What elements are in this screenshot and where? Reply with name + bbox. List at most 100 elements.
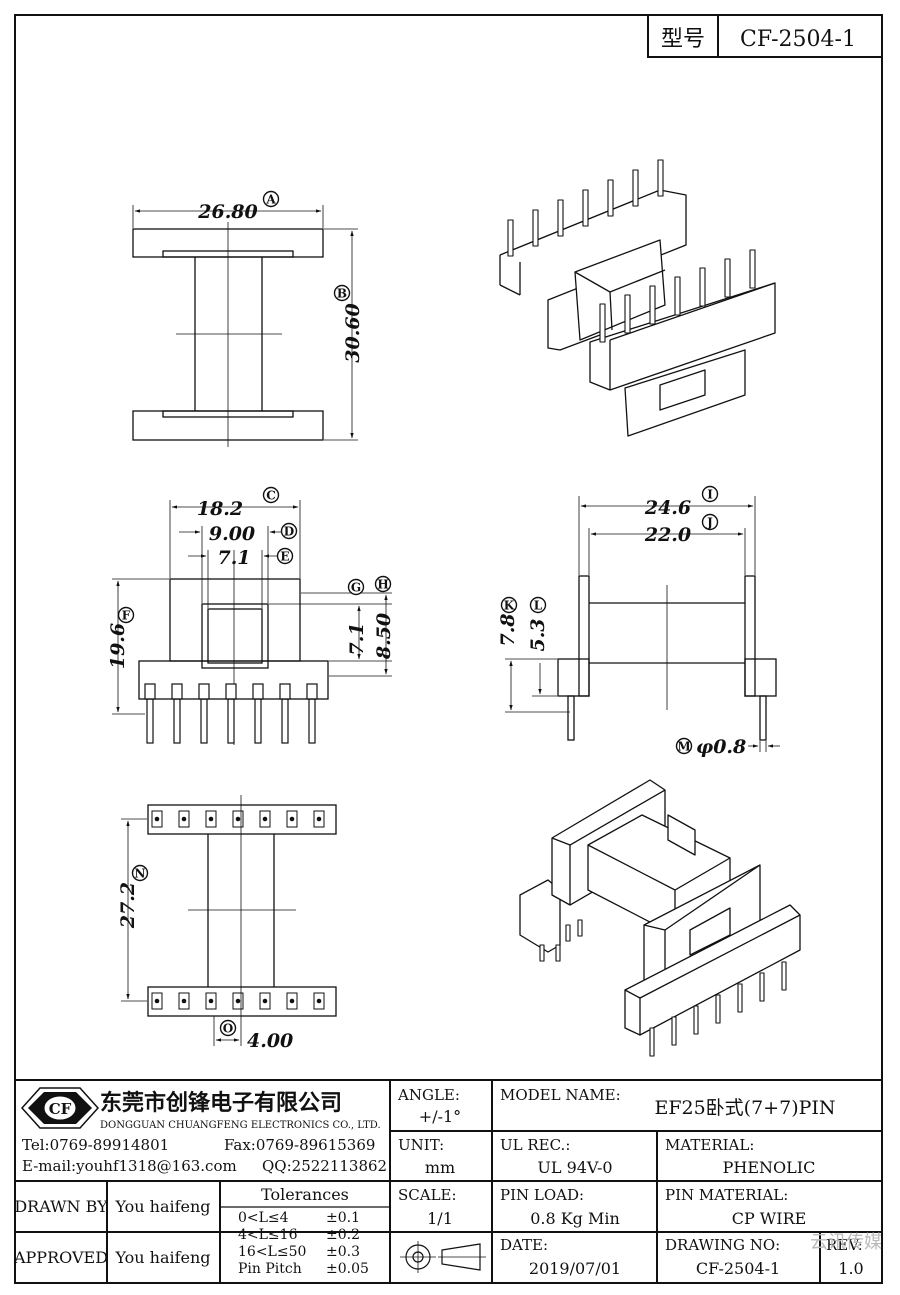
tolerance-range: Pin Pitch	[238, 1261, 302, 1277]
marker-circle-h	[374, 575, 392, 593]
date-value: 2019/07/01	[529, 1259, 621, 1278]
iso-pin	[737, 983, 743, 1013]
title-block	[15, 1079, 882, 1283]
pin-hole	[289, 998, 295, 1004]
marker-o: O	[223, 1022, 233, 1036]
drawing-no-label: DRAWING NO:	[665, 1236, 780, 1254]
front-pin	[308, 698, 316, 744]
front-tooth	[144, 683, 156, 700]
angle-label: ANGLE:	[397, 1086, 460, 1104]
dim-C: 18.2	[169, 498, 301, 578]
front-tooth	[279, 683, 291, 700]
company-name-cn: 东莞市创锋电子有限公司	[100, 1090, 342, 1116]
dim-K-value: 7.8	[497, 613, 519, 646]
dim-N-value: 27.2	[117, 882, 139, 929]
marker-circle-k	[500, 596, 518, 614]
iso-pin	[577, 919, 583, 937]
dim-B: 30.60	[324, 228, 364, 441]
sheet-border	[14, 14, 883, 1284]
marker-n: N	[135, 867, 146, 881]
iso-pin	[749, 249, 756, 289]
iso-pin	[715, 994, 721, 1024]
front-pin	[146, 698, 154, 744]
dim-G-value: 7.1	[346, 622, 368, 655]
company-logo: CF	[20, 1087, 100, 1129]
bottom-slot	[286, 992, 298, 1010]
marker-circle-c	[262, 486, 280, 504]
dim-F: 19.6	[107, 578, 169, 715]
angle-value: +/-1°	[419, 1107, 461, 1126]
front-pin	[200, 698, 208, 744]
pin-hole	[262, 816, 268, 822]
dim-H-value: 8.50	[373, 613, 395, 660]
iso-pin	[532, 209, 539, 247]
front-tooth	[171, 683, 183, 700]
pin-hole	[235, 816, 241, 822]
pin-hole	[154, 998, 160, 1004]
marker-circle-o	[219, 1019, 237, 1037]
iso-view-upper	[499, 159, 776, 437]
marker-l: L	[534, 599, 543, 613]
bottom-slot	[286, 810, 298, 828]
pin-hole	[235, 998, 241, 1004]
bottom-view	[147, 795, 337, 1022]
pin-hole	[208, 816, 214, 822]
scale-label: SCALE:	[398, 1186, 457, 1204]
iso-pin	[693, 1005, 699, 1035]
ul-rec-label: UL REC.:	[500, 1136, 570, 1154]
iso-pin	[507, 219, 514, 257]
ul-rec-value: UL 94V-0	[537, 1158, 612, 1177]
pin-hole	[289, 816, 295, 822]
front-view	[138, 550, 329, 745]
iso-pin	[649, 1027, 655, 1057]
bottom-slot	[313, 810, 325, 828]
unit-value: mm	[425, 1158, 455, 1177]
dim-C-value: 18.2	[197, 498, 243, 520]
tolerance-value: ±0.05	[326, 1261, 369, 1277]
bottom-slot	[205, 810, 217, 828]
company-tel: Tel:0769-89914801	[22, 1136, 169, 1154]
dim-I-value: 24.6	[644, 497, 691, 519]
bottom-slot	[313, 992, 325, 1010]
pin-hole	[181, 998, 187, 1004]
marker-i: I	[707, 488, 713, 502]
marker-f: F	[122, 609, 131, 623]
iso-pin	[599, 303, 606, 343]
model-name-value: EF25卧式(7+7)PIN	[654, 1097, 835, 1119]
iso-pin	[624, 294, 631, 334]
iso-pin	[557, 199, 564, 237]
marker-circle-j	[701, 513, 719, 531]
company-qq: QQ:2522113862	[262, 1157, 387, 1175]
marker-g: G	[351, 581, 361, 595]
header-box: 型号 CF-2504-1	[647, 14, 883, 58]
front-pin	[254, 698, 262, 744]
dim-J-value: 22.0	[644, 524, 691, 546]
tolerance-value: ±0.1	[326, 1210, 360, 1226]
pin-material-label: PIN MATERIAL:	[665, 1186, 788, 1204]
material-value: PHENOLIC	[723, 1158, 816, 1177]
date-label: DATE:	[500, 1236, 548, 1254]
marker-circle-f	[117, 606, 135, 624]
bottom-slot	[178, 992, 190, 1010]
dim-D-value: 9.00	[209, 523, 255, 545]
dim-E: 7.1	[188, 547, 282, 608]
projection-symbol	[400, 1241, 486, 1273]
company-name-en: DONGGUAN CHUANGFENG ELECTRONICS CO., LTD…	[100, 1120, 381, 1131]
model-name-label: MODEL NAME:	[500, 1086, 621, 1104]
marker-circle-i	[701, 485, 719, 503]
front-tooth	[252, 683, 264, 700]
marker-m: M	[677, 740, 690, 754]
dim-G: 7.1	[269, 603, 392, 662]
pin-hole	[181, 816, 187, 822]
rev-value: 1.0	[838, 1259, 863, 1278]
drawn-by-label: DRAWN BY	[14, 1197, 108, 1216]
pin-hole	[316, 816, 322, 822]
marker-e: E	[280, 550, 289, 564]
unit-label: UNIT:	[398, 1136, 444, 1154]
drawn-by-value: You haifeng	[114, 1197, 210, 1216]
front-pin	[173, 698, 181, 744]
top-view	[132, 222, 324, 447]
marker-circle-a	[262, 190, 280, 208]
bottom-slot	[205, 992, 217, 1010]
